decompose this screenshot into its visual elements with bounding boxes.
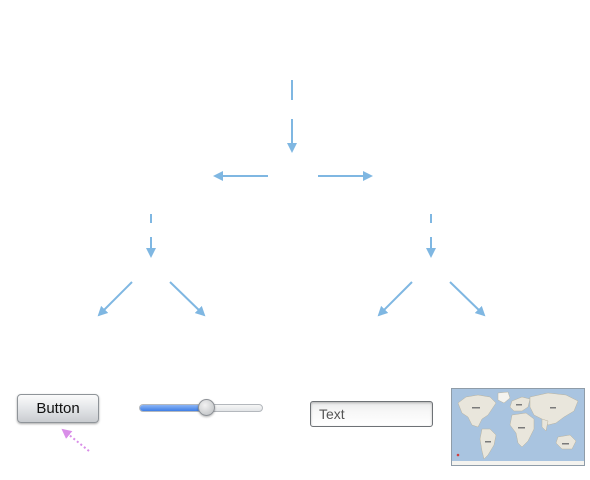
tap-gesture-arrow-icon [61, 428, 90, 452]
sample-text-field[interactable] [310, 401, 433, 427]
right-right-diagonal-arrow-icon [449, 281, 486, 317]
sample-slider[interactable] [139, 398, 263, 418]
sample-button[interactable]: Button [17, 394, 99, 423]
world-map-view[interactable] [451, 388, 585, 466]
slider-fill [140, 405, 206, 411]
left-left-diagonal-arrow-icon [97, 281, 133, 317]
slider-thumb[interactable] [197, 399, 215, 416]
right-left-diagonal-arrow-icon [377, 281, 413, 317]
world-map-icon [452, 389, 584, 465]
left-right-diagonal-arrow-icon [169, 281, 206, 317]
